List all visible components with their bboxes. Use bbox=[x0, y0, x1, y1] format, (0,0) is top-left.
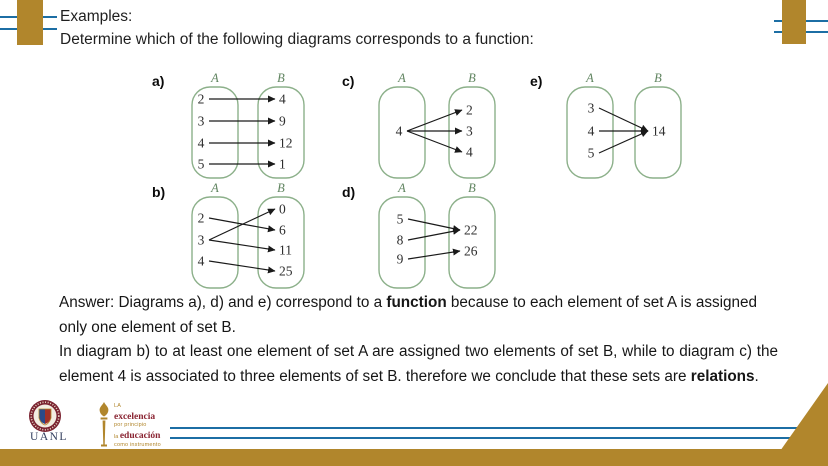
set-b-oval-e bbox=[634, 86, 682, 179]
set-a-oval-b bbox=[191, 196, 239, 289]
set-a-element: 4 bbox=[198, 254, 205, 269]
mapping-diagram-d: d) A B 5 8 9 22 26 bbox=[342, 181, 496, 289]
set-b-label-e: B bbox=[654, 71, 662, 85]
mapping-arrow bbox=[407, 248, 461, 260]
answer-paragraph-2: In diagram b) to at least one element of… bbox=[59, 340, 778, 389]
mapping-diagram-c: c) A B 4 2 3 4 bbox=[342, 71, 496, 179]
set-a-element: 4 bbox=[198, 136, 205, 151]
mapping-arrow bbox=[208, 208, 276, 241]
set-b-element: 12 bbox=[279, 136, 293, 151]
set-b-element: 14 bbox=[652, 124, 666, 139]
answer-p1-text-2: because to each element of set A is assi… bbox=[59, 294, 758, 336]
mapping-arrow bbox=[407, 218, 461, 232]
motto-sub-1: por principio bbox=[114, 422, 147, 428]
set-b-label-a: B bbox=[277, 71, 285, 85]
set-a-label-e: A bbox=[585, 71, 594, 85]
set-b-oval-b bbox=[257, 196, 305, 289]
set-b-oval-a bbox=[257, 86, 305, 179]
set-b-element: 3 bbox=[466, 124, 473, 139]
top-right-gold-bar bbox=[782, 0, 806, 44]
motto-word-educacion: educación bbox=[119, 430, 161, 441]
top-left-gold-bar bbox=[17, 0, 43, 45]
set-b-element: 6 bbox=[279, 223, 286, 238]
uanl-wordmark: UANL bbox=[30, 431, 68, 443]
set-a-label-d: A bbox=[397, 181, 406, 195]
mapping-diagrams-canvas: a) A B 2 3 4 5 4 9 12 1 b) A B 2 3 4 0 6 11 25 c) A B 4 2 3 4 d) A B 5 8… bbox=[152, 71, 682, 289]
set-a-element: 5 bbox=[397, 212, 404, 227]
set-a-oval-d bbox=[378, 196, 426, 289]
set-b-element: 25 bbox=[279, 264, 293, 279]
bottom-blue-line-1 bbox=[170, 427, 802, 429]
set-a-label-c: A bbox=[397, 71, 406, 85]
mapping-diagram-b: b) A B 2 3 4 0 6 11 25 bbox=[152, 181, 305, 289]
mapping-arrow bbox=[407, 227, 461, 241]
title-block: Examples: Determine which of the followi… bbox=[60, 6, 534, 51]
motto-la-2: la bbox=[114, 433, 120, 440]
set-b-element: 22 bbox=[464, 223, 478, 238]
mapping-diagram-e: e) A B 3 4 5 14 bbox=[530, 71, 682, 179]
mapping-arrow bbox=[598, 130, 649, 154]
mapping-arrow bbox=[208, 239, 276, 253]
bottom-blue-line-2 bbox=[170, 437, 802, 439]
bottom-gold-band bbox=[0, 449, 828, 466]
motto-word-excelencia: excelencia bbox=[114, 411, 156, 422]
set-b-element: 0 bbox=[279, 202, 286, 217]
mapping-arrow bbox=[208, 260, 276, 274]
set-b-element: 11 bbox=[279, 243, 292, 258]
set-a-oval-c bbox=[378, 86, 426, 179]
set-b-element: 4 bbox=[279, 92, 286, 107]
set-a-element: 4 bbox=[588, 124, 595, 139]
set-b-element: 2 bbox=[466, 103, 473, 118]
set-b-element: 1 bbox=[279, 157, 286, 172]
set-a-oval-a bbox=[191, 86, 239, 179]
svg-text:c): c) bbox=[342, 73, 354, 89]
set-a-label-b: A bbox=[210, 181, 219, 195]
answer-paragraph-1: Answer: Diagrams a), d) and e) correspon… bbox=[59, 291, 778, 340]
set-a-element: 9 bbox=[397, 252, 404, 267]
set-b-element: 26 bbox=[464, 244, 478, 259]
set-b-label-d: B bbox=[468, 181, 476, 195]
svg-text:e): e) bbox=[530, 73, 542, 89]
uanl-motto: LA excelencia por principio la educación… bbox=[114, 403, 161, 449]
svg-text:d): d) bbox=[342, 184, 355, 200]
set-a-element: 4 bbox=[396, 124, 403, 139]
torch-icon bbox=[99, 402, 109, 447]
set-a-element: 5 bbox=[198, 157, 205, 172]
set-b-element: 4 bbox=[466, 145, 473, 160]
svg-text:a): a) bbox=[152, 73, 164, 89]
mapping-arrow bbox=[406, 130, 463, 153]
motto-la: LA bbox=[114, 403, 122, 409]
answer-p1-bold-word: function bbox=[386, 294, 447, 311]
set-b-label-b: B bbox=[277, 181, 285, 195]
uanl-seal-logo bbox=[29, 400, 61, 432]
set-b-label-c: B bbox=[468, 71, 476, 85]
slide-title: Examples: bbox=[60, 8, 133, 25]
set-a-element: 8 bbox=[397, 233, 404, 248]
answer-p2-bold-word: relations bbox=[690, 367, 755, 385]
set-b-element: 9 bbox=[279, 114, 286, 129]
mapping-arrow bbox=[406, 109, 463, 132]
set-b-oval-c bbox=[448, 86, 496, 179]
answer-block: Answer: Diagrams a), d) and e) correspon… bbox=[59, 291, 778, 389]
set-a-element: 2 bbox=[198, 211, 205, 226]
answer-p2-text: In diagram b) to at least one element of… bbox=[59, 343, 778, 385]
slide-subtitle: Determine which of the following diagram… bbox=[60, 30, 534, 48]
set-a-label-a: A bbox=[210, 71, 219, 85]
set-a-oval-e bbox=[566, 86, 614, 179]
answer-p2-text-2: . bbox=[754, 367, 759, 385]
set-a-element: 3 bbox=[588, 101, 595, 116]
set-b-oval-d bbox=[448, 196, 496, 289]
mapping-arrow bbox=[598, 107, 649, 132]
motto-sub-2: como instrumento bbox=[114, 442, 161, 448]
set-a-element: 3 bbox=[198, 233, 205, 248]
answer-p1-text: Answer: Diagrams a), d) and e) correspon… bbox=[59, 294, 387, 311]
set-a-element: 2 bbox=[198, 92, 205, 107]
svg-text:b): b) bbox=[152, 184, 165, 200]
set-a-element: 3 bbox=[198, 114, 205, 129]
mapping-diagram-a: a) A B 2 3 4 5 4 9 12 1 bbox=[152, 71, 305, 179]
set-a-element: 5 bbox=[588, 146, 595, 161]
